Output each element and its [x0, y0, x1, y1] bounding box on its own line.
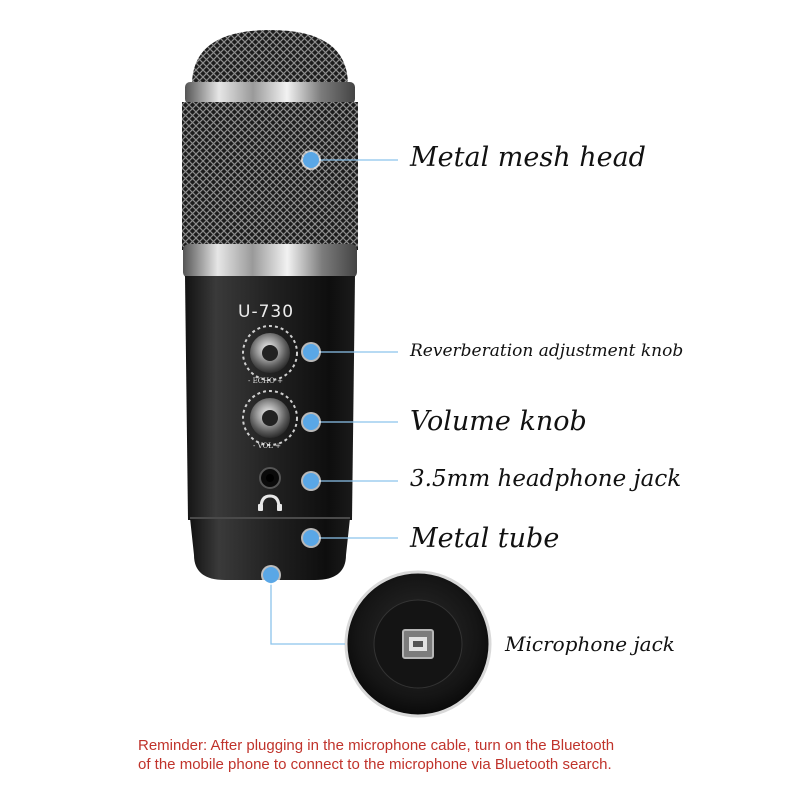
- volume-knob-label: - VOL +: [253, 442, 281, 450]
- callout-reverb-knob: Reverberation adjustment knob: [410, 341, 684, 361]
- echo-knob-label: - ECHO +: [248, 377, 283, 385]
- model-label: U-730: [238, 302, 295, 322]
- callout-dot: [303, 152, 319, 168]
- callout-dot: [263, 567, 279, 583]
- callout-mesh-head: Metal mesh head: [410, 142, 646, 173]
- callout-dot: [303, 473, 319, 489]
- callout-mic-jack: Microphone jack: [505, 632, 675, 656]
- callout-headphone-jack: 3.5mm headphone jack: [410, 466, 682, 492]
- callout-dot: [303, 530, 319, 546]
- callout-metal-tube: Metal tube: [410, 523, 560, 554]
- callout-dot: [303, 414, 319, 430]
- reminder-line-1: Reminder: After plugging in the micropho…: [138, 737, 615, 754]
- callout-volume-knob: Volume knob: [410, 406, 587, 437]
- reminder-text: Reminder: After plugging in the micropho…: [138, 736, 698, 774]
- callout-dot: [303, 344, 319, 360]
- reminder-line-2: of the mobile phone to connect to the mi…: [138, 756, 612, 773]
